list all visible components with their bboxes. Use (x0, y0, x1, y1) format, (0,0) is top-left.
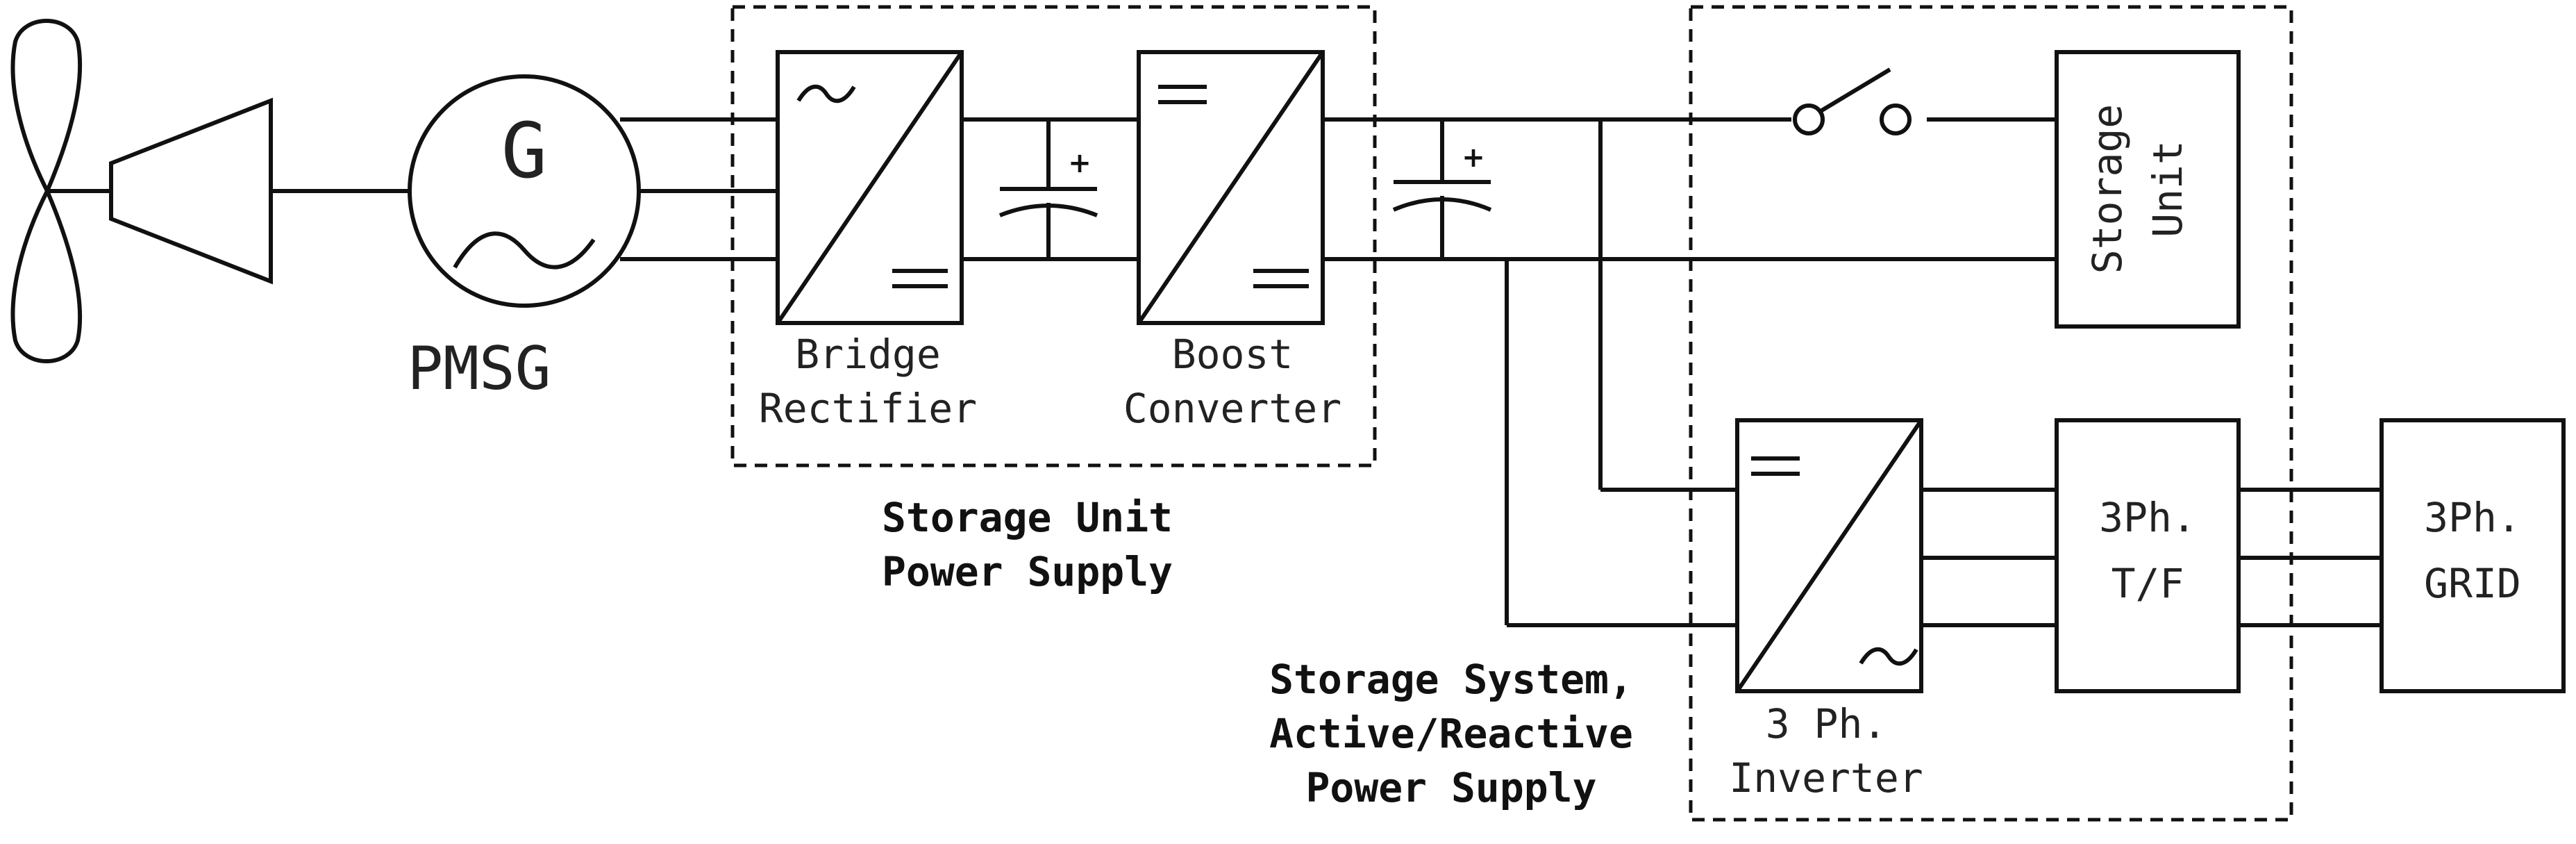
storage-switch (1793, 67, 1912, 135)
three-phase-inverter (1735, 418, 1923, 693)
inverter-ac-icon (1859, 647, 1918, 666)
grid-label-line1: 3Ph. (2424, 494, 2521, 541)
grid: 3Ph. GRID (2380, 418, 2566, 693)
storage-supply-label-line2: Power Supply (882, 548, 1173, 595)
transformer-label-line1: 3Ph. (2099, 494, 2196, 541)
inverter-label-line2: Inverter (1729, 754, 1923, 802)
capacitor-1: + (998, 119, 1098, 259)
storage-system-label-line2: Active/Reactive (1269, 710, 1633, 757)
capacitor-1-plus: + (1068, 147, 1092, 179)
capacitor-2: + (1392, 119, 1492, 259)
storage-supply-label-line1: Storage Unit (882, 494, 1173, 541)
storage-system-label-line3: Power Supply (1305, 764, 1596, 811)
grid-connection-lines (2239, 488, 2382, 627)
generator-symbol: G (501, 106, 547, 195)
inverter-output-lines (1921, 488, 2057, 627)
storage-unit: Storage Unit (2055, 50, 2241, 329)
storage-system-label-line1: Storage System, (1269, 656, 1633, 703)
boost-converter (1137, 50, 1325, 325)
turbine-nacelle (47, 97, 273, 285)
boost-label-line2: Converter (1123, 385, 1341, 432)
grid-label-line2: GRID (2424, 560, 2521, 607)
boost-label-line1: Boost (1172, 331, 1294, 378)
generator: G (408, 74, 641, 308)
rectifier-label-line1: Bridge (795, 331, 941, 378)
storage-unit-label-line1: Storage (2084, 104, 2131, 274)
inverter-label-line1: 3 Ph. (1766, 700, 1887, 747)
transformer: 3Ph. T/F (2055, 418, 2241, 693)
rectifier-label-line2: Rectifier (759, 385, 977, 432)
storage-unit-label-line2: Unit (2144, 140, 2191, 238)
rectifier-ac-icon (796, 84, 856, 104)
capacitor-2-plus: + (1462, 142, 1485, 174)
generator-label: PMSG (407, 334, 551, 404)
storage-supply-group (730, 5, 1377, 467)
generator-output-lines (620, 117, 778, 261)
storage-system-group (1689, 5, 2293, 822)
transformer-label-line2: T/F (2111, 560, 2184, 607)
turbine-blades (10, 19, 83, 363)
inverter-feed-lines (1505, 119, 1737, 627)
bridge-rectifier (776, 50, 964, 325)
generator-sine-icon (453, 231, 596, 270)
